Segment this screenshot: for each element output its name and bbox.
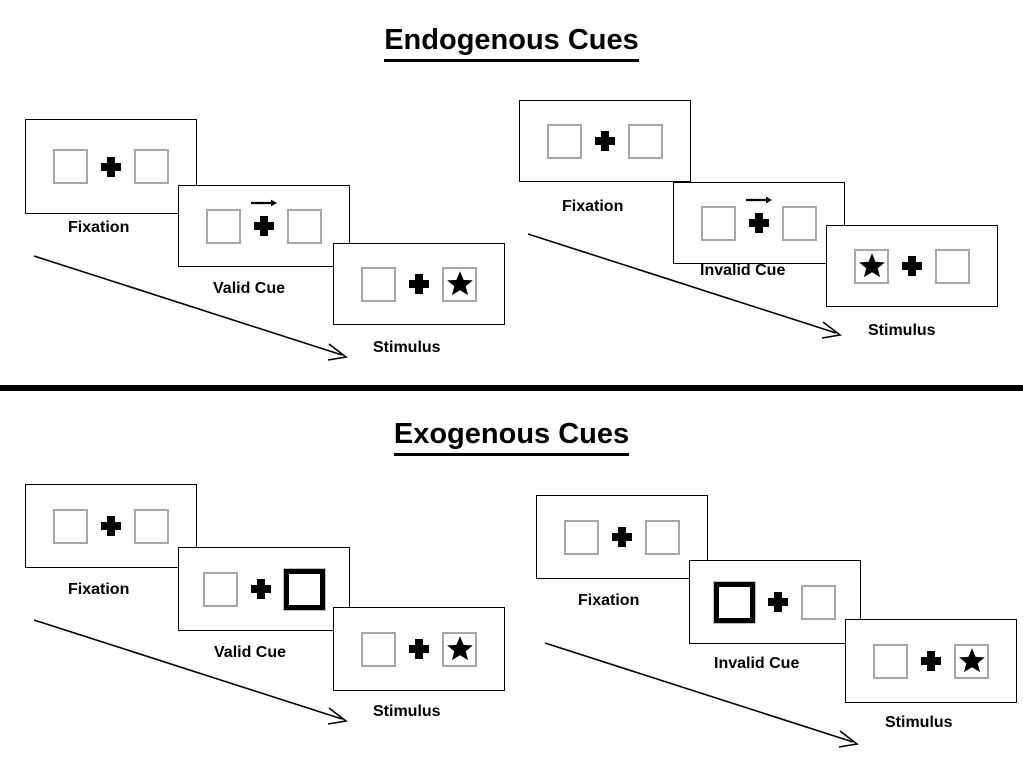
- plus-icon: [409, 639, 429, 659]
- stage-label-endogenous-valid-fixation: Fixation: [68, 219, 130, 236]
- left-placeholder-box: [361, 631, 396, 667]
- left-cued-box: [713, 580, 756, 624]
- right-target-box: [442, 266, 477, 302]
- panel-endogenous-valid-fixation: [25, 119, 197, 214]
- section-title-exogenous: Exogenous Cues: [0, 418, 1023, 456]
- fixation-cross-wrap: [599, 514, 645, 560]
- right-placeholder-box: [645, 519, 680, 555]
- left-placeholder-box: [206, 208, 241, 244]
- diagonal-arrow-icon-exogenous-valid: [33, 619, 348, 725]
- plus-icon: [409, 274, 429, 294]
- stage-label-exogenous-valid-stimulus: Stimulus: [373, 703, 441, 720]
- fixation-cross-wrap: [889, 243, 935, 289]
- left-placeholder-box: [873, 643, 908, 679]
- stage-label-endogenous-valid-cue: Valid Cue: [213, 280, 286, 297]
- diagonal-arrow-icon-endogenous-valid: [33, 255, 348, 361]
- panel-content: [53, 144, 169, 190]
- plus-icon: [101, 516, 121, 536]
- fixation-cross-wrap: [238, 566, 284, 612]
- star-icon: [446, 636, 473, 661]
- left-target-box: [854, 248, 889, 284]
- right-placeholder-box: [935, 248, 970, 284]
- right-placeholder-box: [801, 584, 836, 620]
- fixation-cross-wrap: [88, 144, 134, 190]
- star-icon: [446, 271, 473, 296]
- stage-label-exogenous-invalid-cue: Invalid Cue: [714, 655, 800, 672]
- right-arrow-icon: [746, 196, 772, 204]
- fixation-cross-wrap: [396, 626, 442, 672]
- panel-endogenous-invalid-cue: [673, 182, 845, 264]
- panel-content: [854, 243, 970, 289]
- plus-icon: [612, 527, 632, 547]
- panel-content: [713, 579, 836, 625]
- stage-label-endogenous-valid-stimulus: Stimulus: [373, 339, 441, 356]
- plus-icon: [746, 196, 772, 233]
- panel-content: [361, 261, 477, 307]
- right-placeholder-box: [287, 208, 322, 244]
- panel-exogenous-valid-stimulus: [333, 607, 505, 691]
- left-placeholder-box: [564, 519, 599, 555]
- left-placeholder-box: [53, 149, 88, 184]
- fixation-cross-wrap: [396, 261, 442, 307]
- right-placeholder-box: [134, 149, 169, 184]
- right-placeholder-box: [628, 123, 663, 159]
- stage-label-endogenous-invalid-cue: Invalid Cue: [700, 262, 786, 279]
- panel-endogenous-invalid-fixation: [519, 100, 691, 182]
- stage-label-endogenous-invalid-stimulus: Stimulus: [868, 322, 936, 339]
- panel-content: [873, 638, 989, 684]
- panel-exogenous-valid-fixation: [25, 484, 197, 568]
- left-placeholder-box: [701, 205, 736, 241]
- panel-content: [206, 199, 322, 249]
- panel-content: [564, 514, 680, 560]
- fixation-cross-wrap: [88, 503, 134, 549]
- fixation-cross-wrap: [736, 196, 782, 246]
- star-icon: [858, 253, 885, 278]
- left-placeholder-box: [361, 266, 396, 302]
- plus-icon: [595, 131, 615, 151]
- plus-icon: [768, 592, 788, 612]
- plus-icon: [902, 256, 922, 276]
- plus-icon: [251, 579, 271, 599]
- panel-content: [53, 503, 169, 549]
- panel-endogenous-valid-stimulus: [333, 243, 505, 325]
- right-placeholder-box: [782, 205, 817, 241]
- fixation-cross-wrap: [755, 579, 801, 625]
- panel-content: [547, 118, 663, 164]
- stage-label-exogenous-valid-cue: Valid Cue: [214, 644, 287, 661]
- section-title-endogenous: Endogenous Cues: [0, 24, 1023, 62]
- fixation-cross-wrap: [582, 118, 628, 164]
- right-target-box: [442, 631, 477, 667]
- right-target-box: [954, 643, 989, 679]
- diagonal-arrow-icon-exogenous-invalid: [544, 642, 859, 748]
- fixation-cross-wrap: [241, 199, 287, 249]
- stage-label-exogenous-invalid-stimulus: Stimulus: [885, 714, 953, 731]
- panel-content: [361, 626, 477, 672]
- panel-content: [203, 566, 326, 612]
- panel-endogenous-valid-cue: [178, 185, 350, 267]
- left-placeholder-box: [203, 571, 238, 607]
- right-arrow-icon: [251, 199, 277, 207]
- section-divider: [0, 385, 1023, 391]
- left-placeholder-box: [53, 508, 88, 544]
- panel-exogenous-invalid-fixation: [536, 495, 708, 579]
- left-placeholder-box: [547, 123, 582, 159]
- diagonal-arrow-icon-endogenous-invalid: [527, 233, 842, 339]
- panel-exogenous-invalid-stimulus: [845, 619, 1017, 703]
- stage-label-endogenous-invalid-fixation: Fixation: [562, 198, 624, 215]
- fixation-cross-wrap: [908, 638, 954, 684]
- panel-exogenous-invalid-cue: [689, 560, 861, 644]
- plus-icon: [921, 651, 941, 671]
- section-title-endogenous-text: Endogenous Cues: [384, 24, 639, 62]
- star-icon: [958, 648, 985, 673]
- plus-icon: [251, 199, 277, 236]
- section-title-exogenous-text: Exogenous Cues: [393, 418, 630, 456]
- right-placeholder-box: [134, 508, 169, 544]
- plus-icon: [101, 156, 121, 177]
- panel-exogenous-valid-cue: [178, 547, 350, 631]
- panel-content: [701, 196, 817, 246]
- panel-endogenous-invalid-stimulus: [826, 225, 998, 307]
- stage-label-exogenous-invalid-fixation: Fixation: [578, 592, 640, 609]
- stage-label-exogenous-valid-fixation: Fixation: [68, 581, 130, 598]
- right-cued-box: [283, 567, 326, 611]
